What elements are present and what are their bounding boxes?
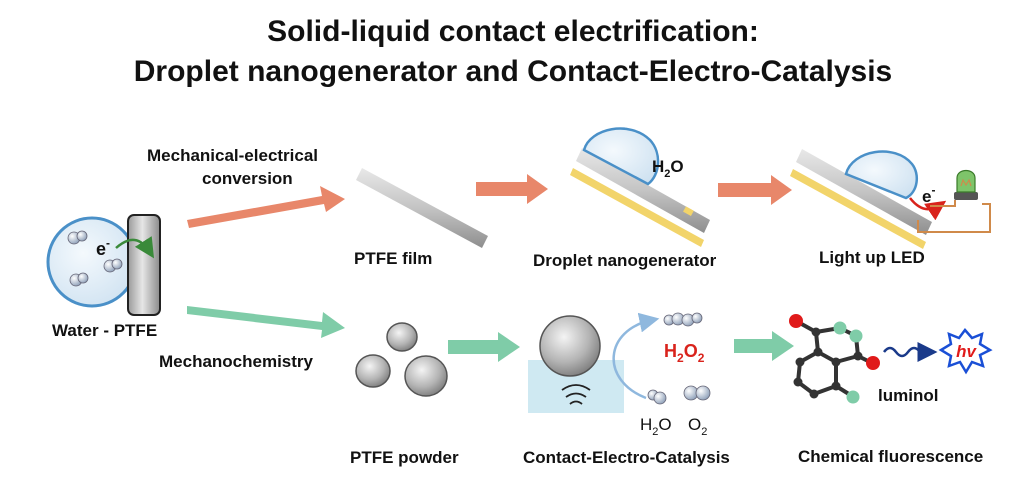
label-mechanochemistry: Mechanochemistry <box>159 352 313 371</box>
arrow-to-chemical-fluorescence <box>734 331 794 361</box>
electrode-layer <box>790 169 926 249</box>
label-ptfe-powder: PTFE powder <box>350 448 459 467</box>
water-molecule-icon <box>67 230 88 245</box>
arrow-to-light-up-led <box>718 175 792 205</box>
ptfe-powder-illustration <box>355 322 448 397</box>
arrow-to-ptfe-powder <box>187 306 345 338</box>
droplet-nanogenerator-illustration: H2O <box>570 127 710 247</box>
circuit-wire <box>917 203 991 233</box>
h2o-label: H2O <box>652 157 684 180</box>
emission-wave-arrow-icon <box>883 342 938 362</box>
label-ptfe-film: PTFE film <box>354 249 433 268</box>
h2o2-label: H2O2 <box>664 341 705 365</box>
o2-label: O2 <box>688 415 707 438</box>
powder-particle <box>386 322 418 352</box>
carbon-atoms <box>793 327 863 399</box>
contact-electro-catalysis-illustration: H2O2 H2O O2 <box>528 312 711 438</box>
label-conversion: conversion <box>202 169 293 188</box>
ptfe-particle <box>539 315 601 377</box>
reaction-arc-arrow-icon <box>612 312 660 400</box>
powder-particle <box>404 355 448 397</box>
ultrasound-wave-icon <box>561 384 591 391</box>
led-bulb-icon <box>954 169 978 200</box>
electron-transfer-arrow-icon <box>115 236 155 259</box>
powder-particle <box>355 354 391 388</box>
electron-label: e- <box>96 236 110 259</box>
label-contact-electro-catalysis: Contact-Electro-Catalysis <box>523 448 730 467</box>
luminol-structure-illustration: hv <box>789 314 993 404</box>
nitrogen-atom <box>849 329 863 343</box>
ptfe-block <box>127 214 161 316</box>
nitrogen-atom <box>833 321 847 335</box>
figure-title-line-2: Droplet nanogenerator and Contact-Electr… <box>133 55 893 88</box>
nitrogen-atom <box>846 390 860 404</box>
oxygen-atom <box>789 314 803 328</box>
water-molecule-icon <box>69 272 89 287</box>
figure-title-line-1: Solid-liquid contact electrification: <box>267 15 759 48</box>
arrow-to-ptfe-film <box>187 186 345 228</box>
water-droplet <box>582 127 660 186</box>
label-light-up-led: Light up LED <box>819 248 925 267</box>
oxygen-atom <box>866 356 880 370</box>
h2o-label: H2O <box>640 415 672 438</box>
ptfe-film-icon <box>356 168 488 248</box>
label-water-ptfe: Water - PTFE <box>52 321 158 340</box>
oxygen-molecule-icon <box>683 385 711 401</box>
light-up-led-illustration: e- <box>790 149 991 249</box>
top-electrode <box>683 206 694 217</box>
hv-label: hv <box>956 342 977 361</box>
label-droplet-nanogenerator: Droplet nanogenerator <box>533 251 717 270</box>
ptfe-layer <box>796 149 932 235</box>
light-burst-icon <box>938 328 993 375</box>
electrode-layer <box>570 168 704 247</box>
circuit-wire <box>930 200 956 207</box>
water-molecule-icon <box>647 389 667 405</box>
water-droplet <box>844 150 919 200</box>
water-droplet <box>46 216 138 308</box>
label-mechanical-electrical: Mechanical-electrical <box>147 146 319 165</box>
label-luminol: luminol <box>878 386 939 405</box>
label-chemical-fluorescence: Chemical fluorescence <box>798 447 984 466</box>
arrow-to-droplet-nanogenerator <box>476 174 548 204</box>
water-ptfe-illustration: e- <box>46 214 161 316</box>
water-molecule-icon <box>103 258 123 273</box>
electron-label: e- <box>922 183 935 206</box>
h2o2-molecule-icon <box>663 312 703 327</box>
arrow-to-contact-electro-catalysis <box>448 332 520 362</box>
ptfe-layer <box>576 148 710 233</box>
